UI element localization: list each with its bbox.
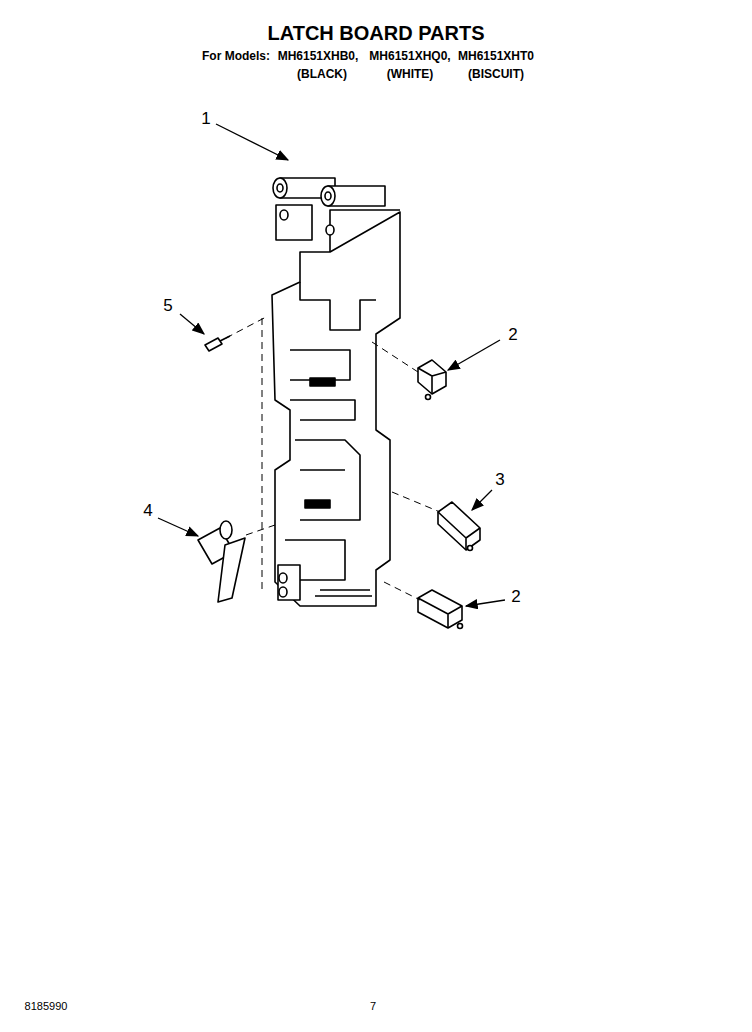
callout-number: 2 <box>511 588 520 607</box>
models-label: For Models: <box>202 50 270 63</box>
color-label: (WHITE) <box>387 68 434 81</box>
page-title: LATCH BOARD PARTS <box>0 22 752 44</box>
callout-number: 1 <box>201 110 210 129</box>
model-number: MH6151XHB0, <box>278 50 359 63</box>
model-number: MH6151XHQ0, <box>369 50 450 63</box>
callout-number: 3 <box>495 471 504 490</box>
board-plate <box>272 212 400 606</box>
callout-number: 5 <box>163 297 172 316</box>
model-number: MH6151XHT0 <box>458 50 534 63</box>
page-number: 7 <box>370 1000 376 1012</box>
callout-number: 2 <box>508 326 517 345</box>
color-label: (BLACK) <box>297 68 347 81</box>
color-label: (BISCUIT) <box>468 68 524 81</box>
drawing-number: 8185990 <box>25 1000 68 1012</box>
callout-number: 4 <box>143 502 152 521</box>
